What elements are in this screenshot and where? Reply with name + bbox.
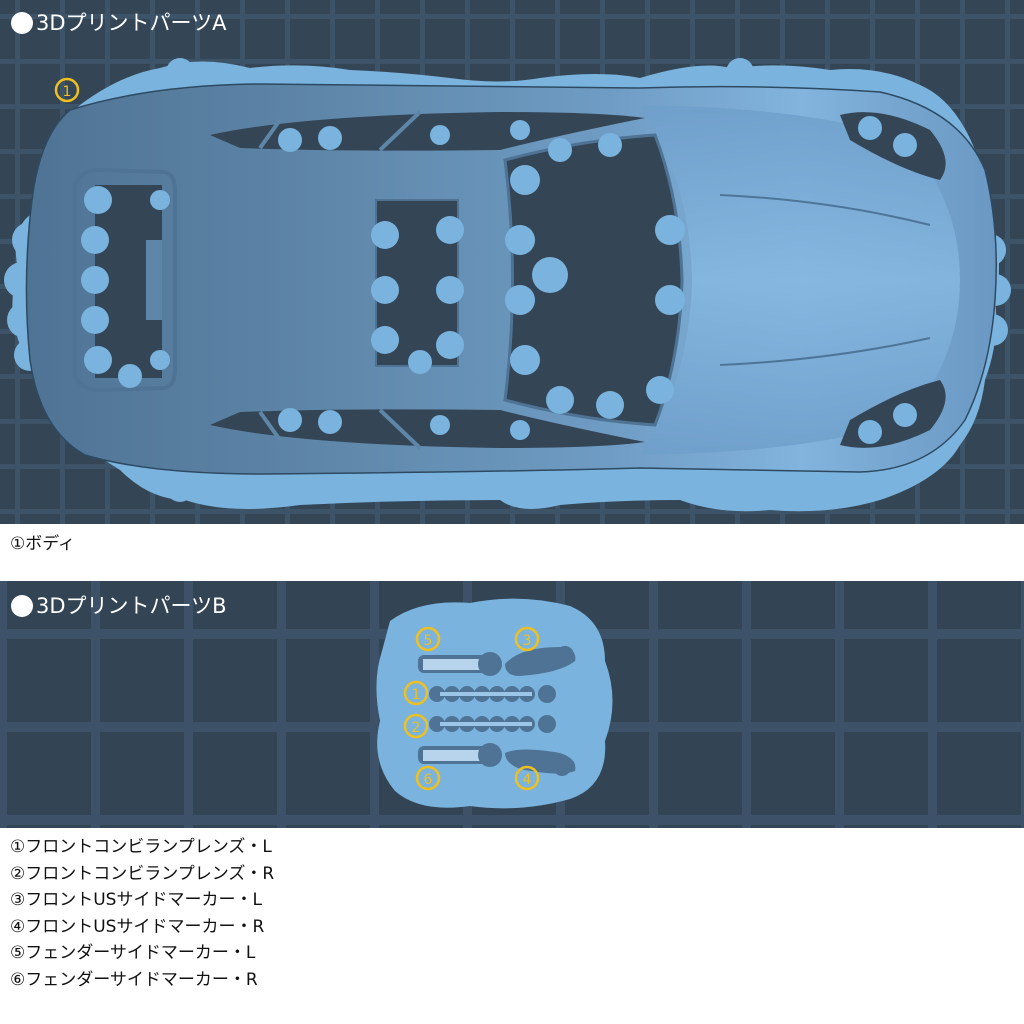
svg-text:6: 6	[424, 772, 433, 788]
parts-list-item: ①フロントコンビランプレンズ・L	[10, 837, 272, 857]
part-5-fender-marker-l	[418, 652, 502, 676]
svg-text:1: 1	[412, 687, 421, 703]
part-badge-4: 4	[514, 765, 540, 791]
car-body-model-render: 1	[4, 58, 1011, 512]
parts-list-item: ④フロントUSサイドマーカー・R	[10, 916, 265, 937]
panel-a-caption: ①ボディ	[10, 534, 76, 554]
parts-list-item: ②フロントコンビランプレンズ・R	[10, 863, 275, 884]
parts-list: ①フロントコンビランプレンズ・L ②フロントコンビランプレンズ・R ③フロントU…	[10, 834, 274, 993]
part-badge-1: 1	[54, 77, 80, 103]
part-3-us-side-marker-l	[505, 646, 576, 676]
windshield-opening	[503, 133, 685, 427]
part-6-fender-marker-r	[418, 743, 502, 767]
parts-list-item: ⑥フェンダーサイドマーカー・R	[10, 969, 258, 990]
part-badge-2: 2	[403, 713, 429, 739]
svg-text:2: 2	[412, 720, 421, 736]
parts-list-item: ③フロントUSサイドマーカー・L	[10, 890, 262, 910]
side-window-openings	[210, 110, 645, 450]
car-hood	[640, 105, 960, 455]
svg-text:4: 4	[523, 772, 532, 788]
parts-list-item: ⑤フェンダーサイドマーカー・L	[10, 943, 256, 963]
bullet-icon	[11, 12, 33, 34]
svg-text:3: 3	[523, 633, 532, 649]
sunroof-opening	[371, 199, 464, 374]
part-badge-3: 3	[514, 626, 540, 652]
part-badge-1: 1	[403, 680, 429, 706]
small-parts-model-render: 5 3 1 2 6 4	[376, 598, 613, 809]
part-2-front-lamp-lens-r	[429, 715, 556, 733]
headlight-openings	[840, 112, 946, 448]
part-1-front-lamp-lens-l	[429, 685, 556, 703]
svg-text:1: 1	[63, 84, 72, 100]
part-badge-6: 6	[415, 765, 441, 791]
part-badge-5: 5	[415, 626, 441, 652]
svg-text:5: 5	[424, 633, 433, 649]
rear-window-opening	[73, 167, 177, 393]
bullet-icon	[11, 595, 33, 617]
